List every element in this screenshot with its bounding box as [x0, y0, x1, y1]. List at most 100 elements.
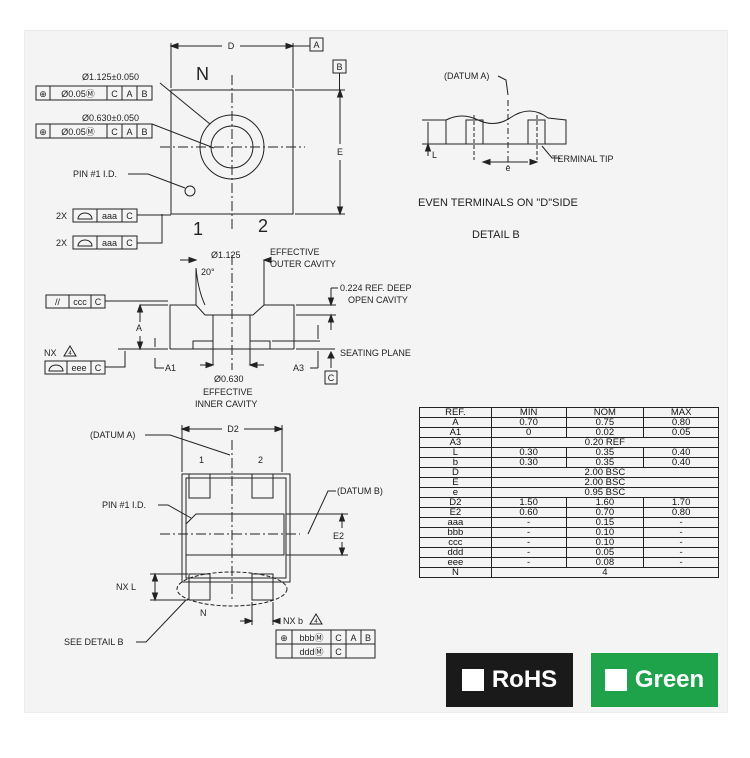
detail-dim-l: L: [432, 150, 437, 160]
pin1-marker-dot: [184, 185, 196, 197]
svg-text:aaa: aaa: [102, 211, 117, 221]
table-row: bbb-0.10-: [419, 527, 719, 538]
table-cell: 0: [490, 427, 567, 438]
table-cell: 0.05: [565, 547, 645, 558]
detail-datum-a: (DATUM A): [444, 71, 489, 81]
dim-a1-label: A1: [165, 363, 176, 373]
svg-text:4: 4: [68, 351, 72, 357]
table-cell: ddd: [419, 547, 492, 558]
table-cell: L: [419, 447, 492, 458]
rohs-label: RoHS: [491, 666, 558, 693]
table-cell: -: [643, 547, 719, 558]
outer-dia-callout: Ø1.125±0.050: [82, 72, 139, 82]
table-header-row: REF. MIN NOM MAX: [419, 407, 719, 418]
table-cell: E: [419, 477, 492, 488]
table-cell: 0.15: [565, 517, 645, 528]
table-cell: -: [490, 547, 567, 558]
table-cell: -: [490, 517, 567, 528]
svg-text:⊕: ⊕: [39, 89, 47, 99]
fcf-position-inner: ⊕ Ø0.05Ⓜ C A B: [35, 123, 153, 139]
green-badge: Green: [591, 653, 718, 707]
table-cell: 0.60: [490, 507, 567, 518]
fcf-position-outer: ⊕ Ø0.05Ⓜ C A B: [35, 85, 153, 101]
svg-text:A: A: [350, 633, 356, 643]
header-max: MAX: [643, 407, 719, 418]
svg-text:B: B: [141, 89, 147, 99]
bottom-pin-1: 1: [199, 455, 204, 465]
package-outline-side: [169, 304, 295, 349]
table-cell: 0.35: [565, 447, 645, 458]
drawing-sheet: [24, 30, 728, 713]
detail-dim-e: e: [505, 163, 510, 173]
pad-2: [251, 473, 274, 499]
table-cell: A: [419, 417, 492, 428]
table-cell: 0.10: [565, 527, 645, 538]
table-cell: 0.30: [490, 447, 567, 458]
table-cell: 4: [490, 567, 720, 578]
dim-a3-label: A3: [293, 363, 304, 373]
rohs-square-icon: [461, 669, 484, 691]
dim-a-label: A: [136, 323, 142, 333]
bottom-pin1-id: PIN #1 I.D.: [102, 500, 146, 510]
detail-b-view: (DATUM A) L e TERMINAL TIP EVEN TERMINAL…: [418, 71, 614, 241]
table-cell: aaa: [419, 517, 492, 528]
outer-cavity-dia: Ø1.125: [211, 250, 241, 260]
table-cell: 0.30: [490, 457, 567, 468]
svg-text:ccc: ccc: [73, 297, 87, 307]
fcf-bbb-ddd: ⊕ bbbⓂ C A B dddⓂ C: [275, 629, 376, 659]
svg-text:B: B: [365, 633, 371, 643]
table-cell: 0.80: [643, 507, 719, 518]
table-cell: -: [643, 517, 719, 528]
table-row: ddd-0.05-: [419, 547, 719, 558]
table-cell: eee: [419, 557, 492, 568]
table-cell: -: [490, 557, 567, 568]
table-cell: 0.08: [565, 557, 645, 568]
svg-text:A: A: [126, 127, 132, 137]
table-cell: -: [643, 557, 719, 568]
svg-text:INNER CAVITY: INNER CAVITY: [195, 399, 257, 409]
svg-text:B: B: [141, 127, 147, 137]
table-cell: 1.60: [565, 497, 645, 508]
terminal-tip-label: TERMINAL TIP: [552, 154, 614, 164]
table-row: eee-0.08-: [419, 557, 719, 568]
nx-b-label: NX b: [283, 616, 303, 626]
header-nom: NOM: [565, 407, 645, 418]
outer-cavity-label: EFFECTIVE: [270, 247, 320, 257]
dim-e-label: E: [337, 147, 343, 157]
header-min: MIN: [490, 407, 567, 418]
svg-text:⊕: ⊕: [39, 127, 47, 137]
table-cell: -: [490, 527, 567, 538]
nx-label: NX: [44, 348, 57, 358]
svg-text:C: C: [111, 89, 118, 99]
table-cell: b: [419, 457, 492, 468]
table-cell: -: [490, 537, 567, 548]
svg-text:bbbⓂ: bbbⓂ: [299, 633, 323, 643]
detail-caption-2: DETAIL B: [472, 229, 520, 241]
pin-n-label: N: [196, 64, 209, 84]
table-cell: D: [419, 467, 492, 478]
table-cell: 0.70: [565, 507, 645, 518]
fcf-eee: eee C: [44, 351, 126, 375]
dim-d2-label: D2: [227, 424, 239, 434]
table-cell: 2.00 BSC: [490, 477, 720, 488]
datum-a-box: A: [313, 40, 319, 50]
inner-cavity-label: EFFECTIVE: [203, 387, 253, 397]
pin1-id-label: PIN #1 I.D.: [73, 169, 117, 179]
svg-text:C: C: [111, 127, 118, 137]
table-cell: 1.50: [490, 497, 567, 508]
detail-b-outline: [445, 110, 567, 145]
profile-fcf-1: 2X aaa C: [56, 208, 171, 223]
table-cell: e: [419, 487, 492, 498]
dim-e2-label: E2: [333, 531, 344, 541]
table-cell: 0.75: [565, 417, 645, 428]
table-cell: bbb: [419, 527, 492, 538]
svg-text:OPEN CAVITY: OPEN CAVITY: [348, 295, 408, 305]
svg-text:eee: eee: [71, 363, 86, 373]
